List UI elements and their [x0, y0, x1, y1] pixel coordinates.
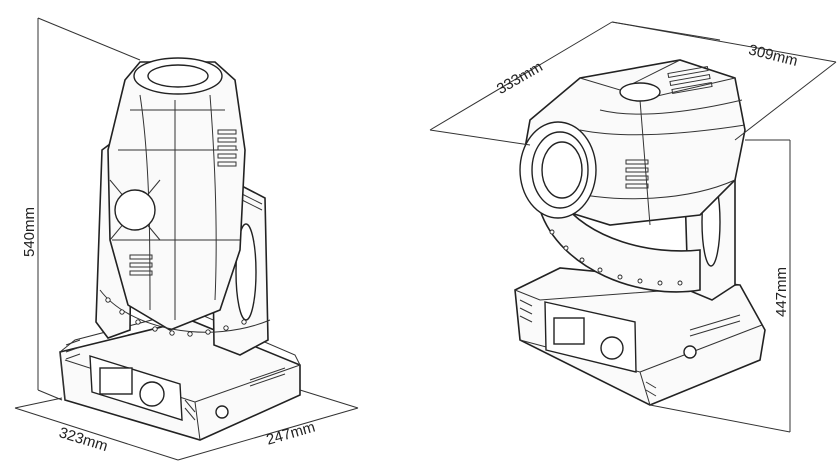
head-emblem [109, 179, 161, 241]
fixture-tilted-yoke [539, 198, 701, 293]
yoke-curve [99, 289, 271, 333]
fixture-tilted [514, 59, 766, 406]
depth-label-left: 247mm [264, 419, 317, 449]
depth-label-right: 309mm [747, 41, 800, 70]
lcd-screen [99, 367, 133, 395]
lcd-screen-tilted [553, 317, 585, 345]
height-label-right: 447mm [773, 267, 790, 317]
head-vent [129, 129, 237, 276]
width-label-left: 323mm [57, 424, 110, 455]
control-knob-tilted [600, 336, 624, 360]
width-label-right: 333mm [494, 58, 546, 98]
dimension-lines-right [429, 21, 837, 433]
control-knob [139, 381, 165, 407]
rivets-tilted [549, 229, 683, 286]
fixture-upright [59, 57, 301, 441]
rivets [105, 297, 247, 337]
top-cap [619, 82, 661, 102]
height-label-left: 540mm [21, 207, 38, 257]
fixture-tilted-base [514, 267, 766, 406]
dimension-lines-left [14, 17, 359, 461]
front-lens-inner [541, 141, 583, 199]
lens-ring-inner [147, 64, 209, 88]
head-vent-tilted [625, 65, 713, 189]
